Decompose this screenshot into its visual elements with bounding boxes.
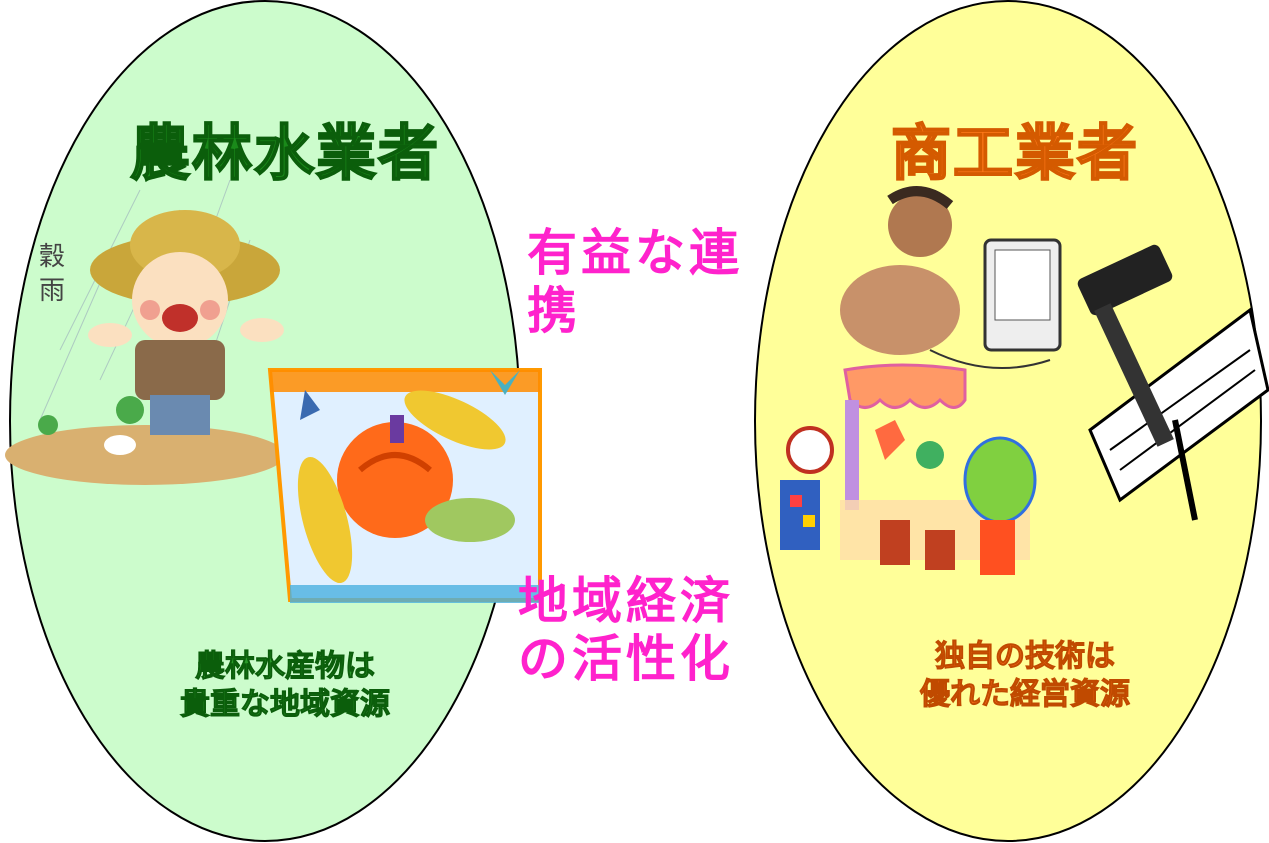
merchants-title: 商工業者 <box>890 118 1139 190</box>
farmers-caption: 農林水産物は 貴重な地域資源 <box>120 648 450 724</box>
office-worker-computer-icon <box>840 186 1062 369</box>
merchants-ellipse <box>754 0 1262 842</box>
rain-label: 穀 雨 <box>34 240 70 308</box>
farmers-caption-line-1: 農林水産物は <box>195 649 376 685</box>
rain-label-char-1: 穀 <box>38 242 65 272</box>
revitalization-line-2: の活性化 <box>518 630 734 688</box>
harvest-vegetables-icon <box>267 368 542 603</box>
collaboration-line-2: 携 <box>527 282 581 340</box>
collaboration-label: 有益な連 携 <box>527 224 787 340</box>
hammer-chisel-wood-icon <box>1077 244 1269 521</box>
farmer-icon <box>5 210 285 485</box>
farmers-title: 農林水業者 <box>129 118 440 190</box>
flower-shop-icon <box>780 363 1037 575</box>
collaboration-line-1: 有益な連 <box>527 224 743 282</box>
farmers-caption-line-2: 貴重な地域資源 <box>180 687 391 723</box>
revitalization-label: 地域経済 の活性化 <box>518 572 778 688</box>
rain-label-char-2: 雨 <box>38 276 65 306</box>
merchants-caption-line-1: 独自の技術は <box>935 639 1116 675</box>
revitalization-line-1: 地域経済 <box>518 572 734 630</box>
merchants-caption-line-2: 優れた経営資源 <box>920 677 1131 713</box>
merchants-caption: 独自の技術は 優れた経営資源 <box>880 638 1170 714</box>
